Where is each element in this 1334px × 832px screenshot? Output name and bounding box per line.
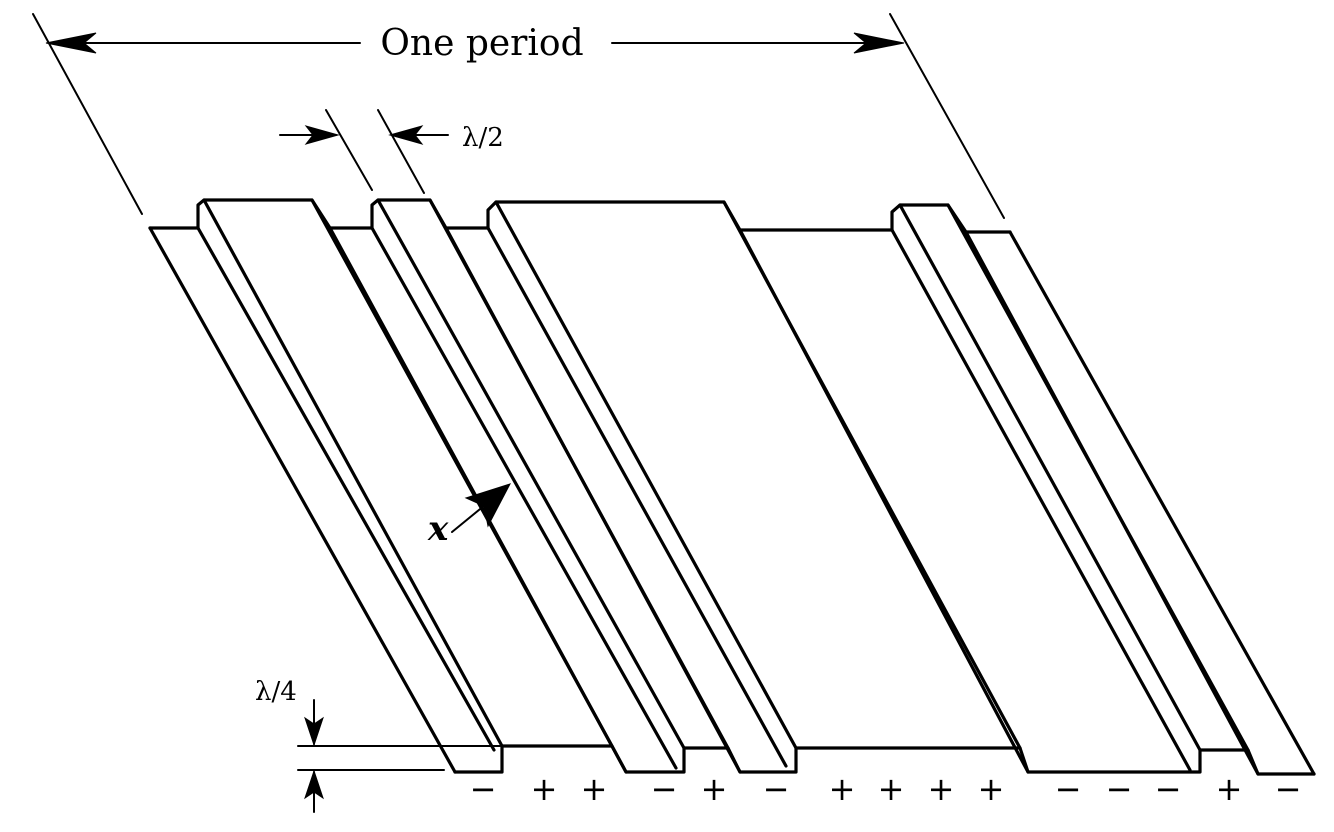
- period-dimension: One period: [32, 13, 1005, 219]
- edge-10: [486, 226, 788, 768]
- grating-back-profile: [148, 198, 1012, 234]
- edge-1: [148, 226, 457, 774]
- sign-label-3: +: [581, 770, 608, 808]
- sign-label-13: −: [1155, 770, 1182, 808]
- half-wave-arrow-right-icon: [304, 125, 340, 145]
- x-axis-arrow-icon: [464, 483, 512, 528]
- quarter-wave-arrow-up-icon: [304, 769, 324, 800]
- sign-label-8: +: [878, 770, 905, 808]
- edge-14: [890, 228, 1192, 772]
- period-arrow-left-icon: [45, 32, 97, 54]
- edge-9: [444, 226, 742, 774]
- sign-label-7: +: [829, 770, 856, 808]
- sign-label-15: −: [1275, 770, 1302, 808]
- sign-label-2: +: [531, 770, 558, 808]
- quarter-wave-label: λ/4: [255, 677, 297, 707]
- sign-label-6: −: [763, 770, 790, 808]
- edge-7: [376, 198, 686, 750]
- edge-3: [202, 198, 504, 748]
- x-axis-indicator: x: [427, 483, 512, 549]
- half-wave-extension-left: [325, 109, 373, 191]
- sign-label-5: +: [701, 770, 728, 808]
- sign-label-10: +: [978, 770, 1005, 808]
- period-arrow-right-icon: [853, 32, 905, 54]
- sign-label-11: −: [1055, 770, 1082, 808]
- period-extension-right: [889, 13, 1005, 219]
- sign-label-9: +: [928, 770, 955, 808]
- quarter-wave-arrow-down-icon: [304, 716, 324, 747]
- sign-label-14: +: [1216, 770, 1243, 808]
- sign-label-4: −: [651, 770, 678, 808]
- edge-11: [494, 200, 798, 750]
- edge-6: [370, 226, 678, 770]
- half-wave-label: λ/2: [462, 123, 504, 153]
- edge-13: [738, 228, 1030, 774]
- half-wave-dimension: λ/2: [279, 109, 504, 194]
- edge-18: [1008, 230, 1316, 776]
- grating-surface: [148, 198, 1316, 776]
- quarter-wave-dimension: λ/4: [255, 677, 501, 813]
- edge-17: [964, 230, 1260, 776]
- grating-front-profile: [453, 744, 1316, 776]
- x-axis-label: x: [427, 509, 449, 549]
- half-wave-extension-right: [377, 109, 425, 194]
- sign-label-1: −: [470, 770, 497, 808]
- sign-labels: − + + − + − + + + + − − − + −: [470, 770, 1302, 808]
- period-extension-left: [32, 13, 143, 215]
- period-label: One period: [380, 23, 583, 64]
- edge-15: [898, 203, 1202, 752]
- edge-2: [196, 226, 496, 752]
- half-wave-arrow-left-icon: [388, 125, 424, 145]
- sign-label-12: −: [1106, 770, 1133, 808]
